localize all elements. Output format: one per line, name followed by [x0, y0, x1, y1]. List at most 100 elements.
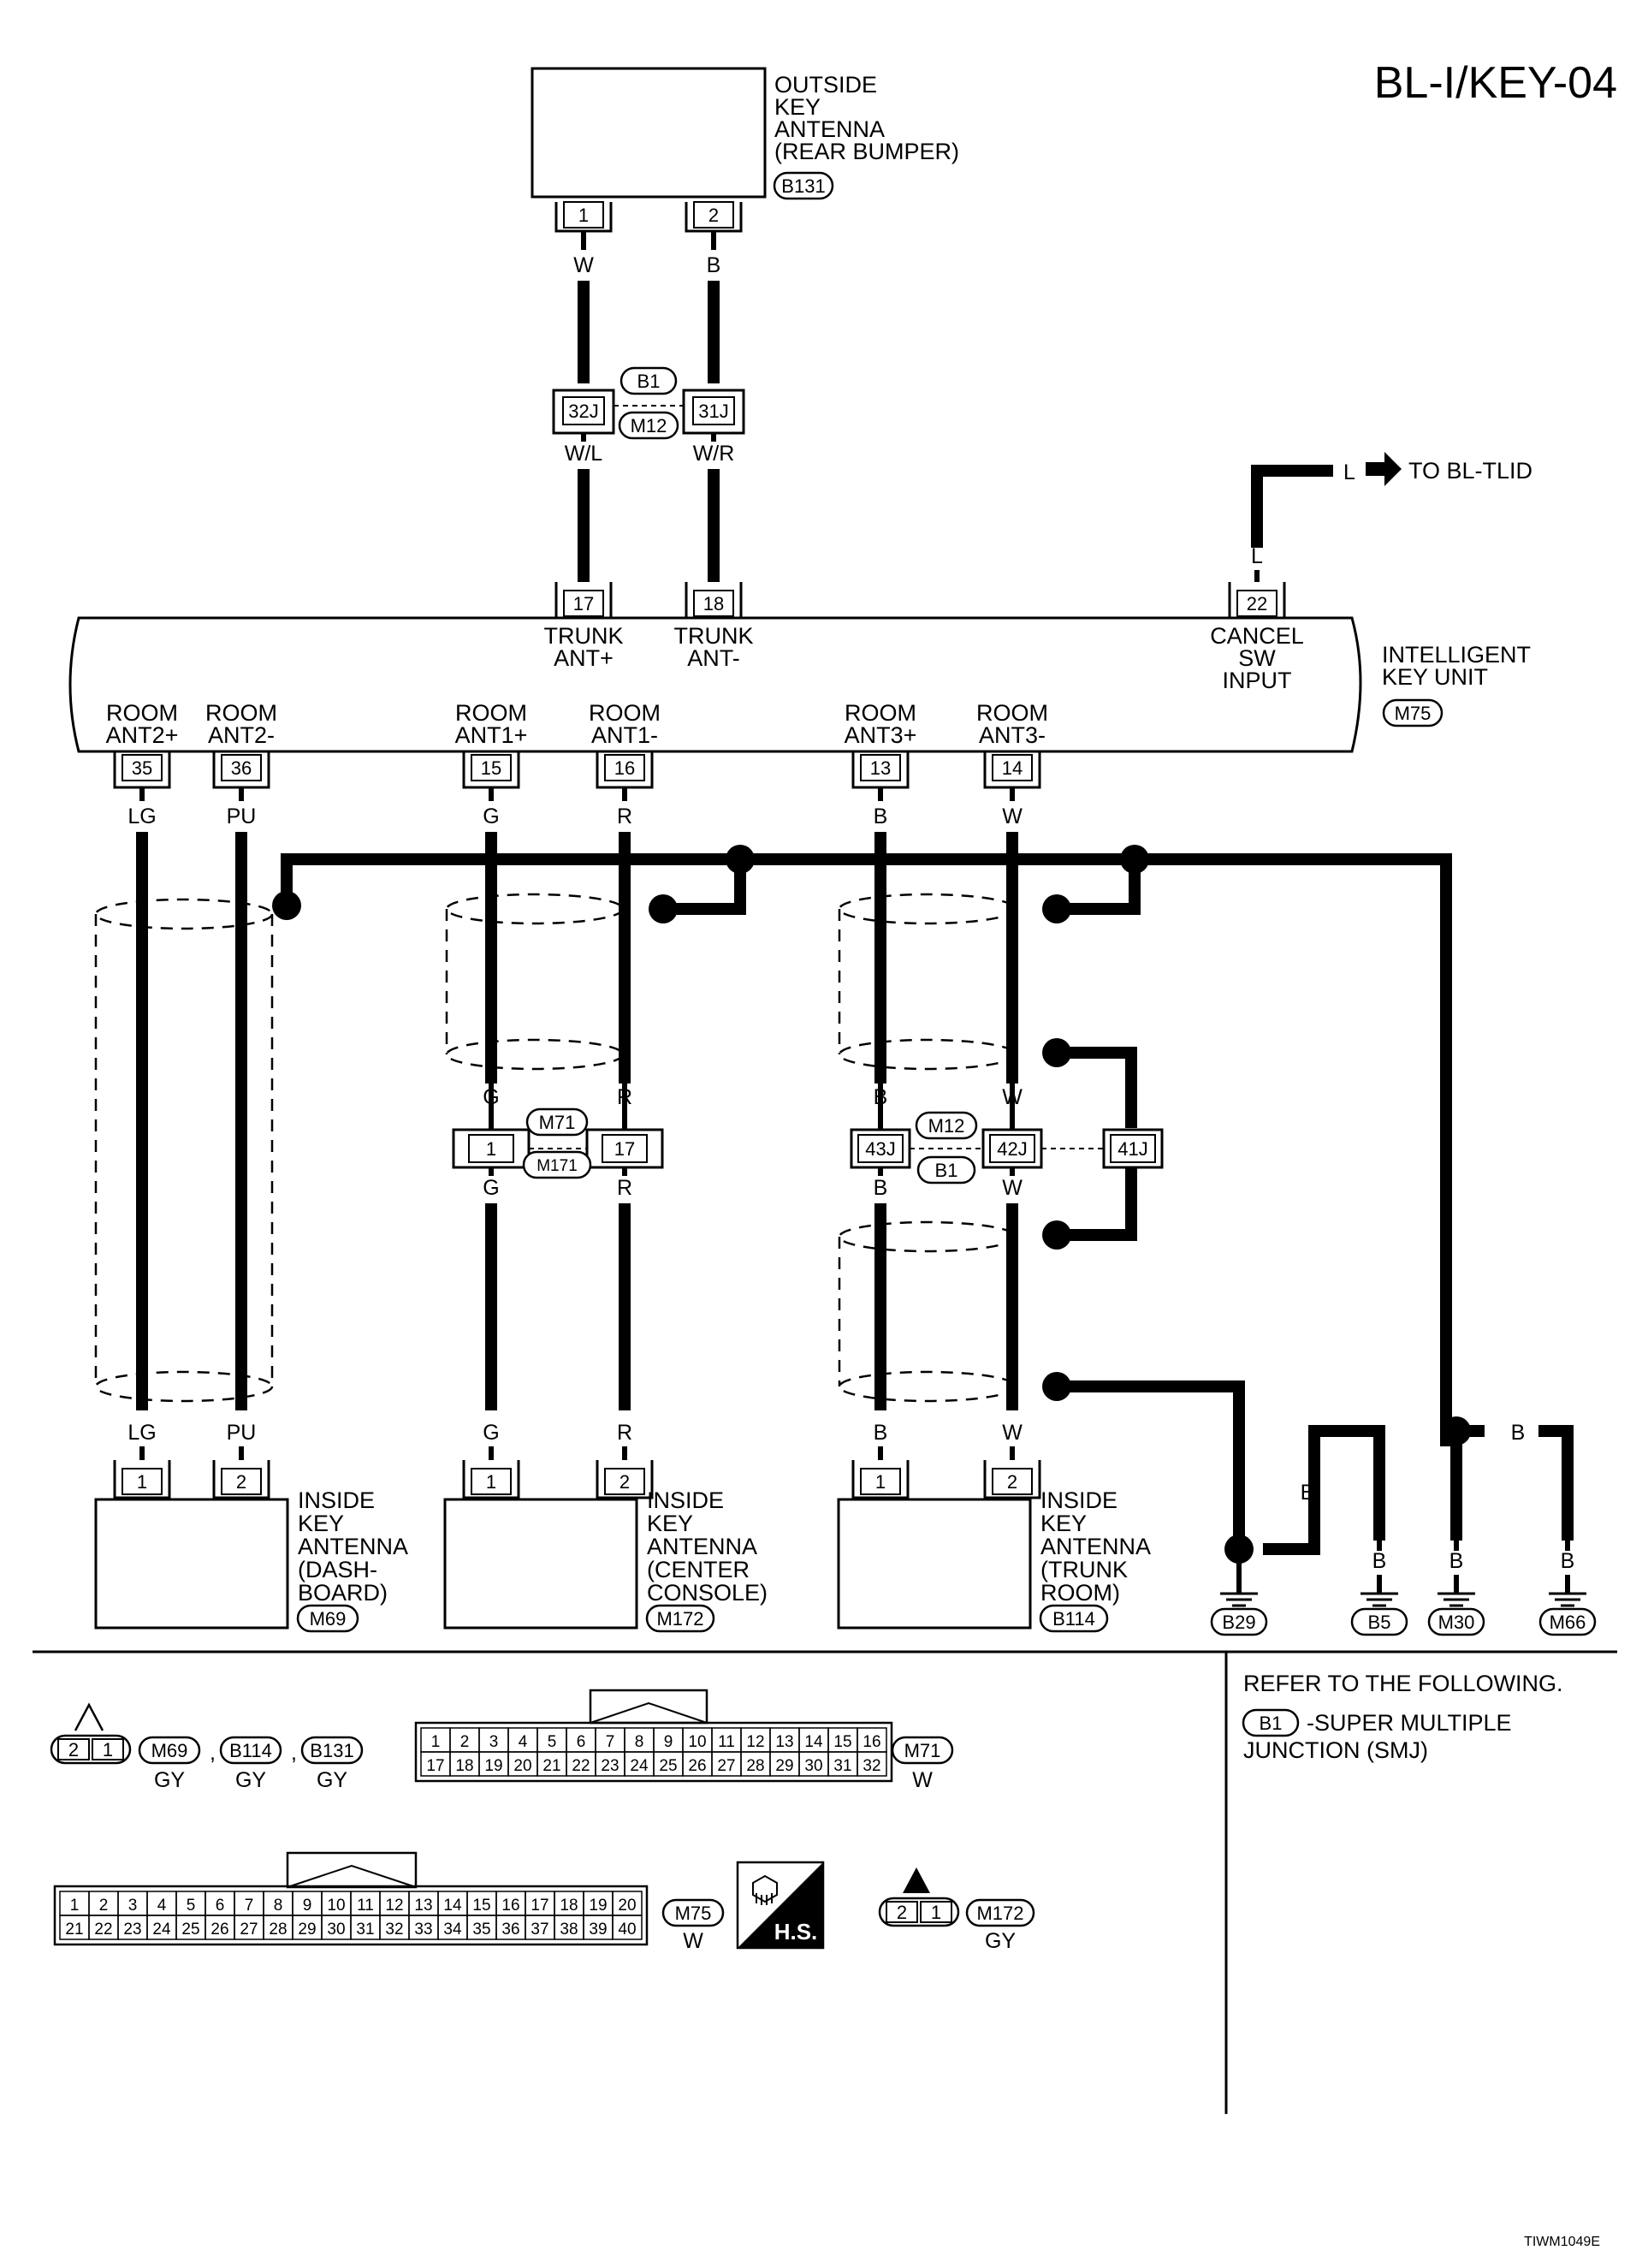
- inside-antenna-b114-label-4: (TRUNK: [1040, 1557, 1128, 1582]
- cancel-wire-color: L: [1343, 460, 1355, 484]
- inside-antenna-m172-box: [443, 1498, 638, 1630]
- connector-b131-tag: [773, 171, 834, 200]
- ik-pin-16: 16: [614, 757, 635, 779]
- legend-ref-m75: M75: [675, 1903, 712, 1924]
- legend-40pin-pin-7: 7: [245, 1897, 254, 1915]
- inside-antenna-m69-label-1: INSIDE: [298, 1487, 375, 1513]
- legend-2pin-b: 2 1 M172 GY: [878, 1867, 1035, 1953]
- legend-32pin-pin-16: 16: [863, 1733, 880, 1751]
- legend-40pin-pin-10: 10: [327, 1897, 345, 1915]
- legend-40pin-pin-13: 13: [414, 1897, 432, 1915]
- connector-b1-label: B1: [637, 371, 661, 392]
- ik-pin-15-name-1: ROOM: [455, 700, 527, 726]
- legend-32pin-pin-11: 11: [718, 1733, 735, 1751]
- ik-pin-22-name-1: CANCEL: [1210, 623, 1304, 649]
- legend-ref-m71: M71: [904, 1740, 941, 1761]
- legend-32pin-pin-12: 12: [746, 1733, 764, 1751]
- legend-32pin-pin-4: 4: [519, 1733, 528, 1751]
- ik-unit-label-2: KEY UNIT: [1382, 664, 1488, 690]
- inside-antenna-b114-tag-label: B114: [1052, 1608, 1095, 1630]
- ground-m30-label: M30: [1438, 1612, 1475, 1633]
- inside-antenna-m69-pinbox-1: [221, 1468, 262, 1495]
- ik-pin-15-box: [471, 754, 512, 781]
- legend-2pin-b-pin-1: 1: [931, 1902, 941, 1923]
- refer-line-1: REFER TO THE FOLLOWING.: [1243, 1671, 1563, 1696]
- legend-40pin-pin-8: 8: [274, 1897, 283, 1915]
- legend-32pin-pin-6: 6: [577, 1733, 586, 1751]
- wire-color-b: B: [707, 253, 721, 277]
- legend-40pin-pin-29: 29: [298, 1921, 316, 1938]
- legend-40pin-pin-22: 22: [94, 1921, 112, 1938]
- connector-b1-tag: [619, 366, 678, 395]
- ground-m66-branch-wire: B: [1511, 1421, 1526, 1445]
- ground-b29-label: B29: [1222, 1612, 1255, 1633]
- ground-b29-tag: [1210, 1607, 1268, 1636]
- legend-32pin-pin-10: 10: [688, 1733, 706, 1751]
- legend-40pin-pin-38: 38: [560, 1921, 578, 1938]
- legend-color-m71: W: [912, 1768, 933, 1792]
- ik-pin-18-name-1: TRUNK: [674, 623, 754, 649]
- ground-b5-wire-color: B: [1372, 1549, 1387, 1573]
- inside-antenna-b114-pinbox-0: [860, 1468, 901, 1495]
- inside-antenna-m172-wire-1: R: [617, 1421, 632, 1445]
- inside-antenna-b114-label-2: KEY: [1040, 1511, 1087, 1536]
- connector-m12-label: M12: [631, 415, 667, 436]
- inside-antenna-m172-wire-0: G: [483, 1421, 499, 1445]
- ik-pin-13-name-1: ROOM: [845, 700, 916, 726]
- ik-pin-17: 17: [573, 593, 594, 614]
- legend-40pin-pin-2: 2: [99, 1897, 109, 1915]
- inside-antenna-b114-wire-1: W: [1002, 1421, 1023, 1445]
- legend-32pin-pin-7: 7: [606, 1733, 615, 1751]
- legend-32pin-pin-25: 25: [659, 1757, 677, 1775]
- outside-antenna-label-1: OUTSIDE: [774, 72, 877, 98]
- legend-40pin-pin-16: 16: [501, 1897, 519, 1915]
- legend-color-m75: W: [683, 1929, 703, 1953]
- inside-antenna-m172-housing-1: [596, 1460, 654, 1499]
- legend-40pin-pin-35: 35: [472, 1921, 490, 1938]
- ik-pin-36-name-1: ROOM: [205, 700, 277, 726]
- legend-40pin-pin-1: 1: [70, 1897, 80, 1915]
- ik-pin-16-name-1: ROOM: [589, 700, 661, 726]
- legend-40pin-pin-9: 9: [303, 1897, 312, 1915]
- legend-32pin-pin-32: 32: [863, 1757, 880, 1775]
- legend-32pin-pin-17: 17: [426, 1757, 444, 1775]
- joint-b1-m12-top: 32J 31J B1 M12 W/L W/R: [552, 366, 745, 582]
- ik-pin-16-name-2: ANT1-: [591, 722, 658, 748]
- page-code: BL-I/KEY-04: [1374, 58, 1617, 108]
- connector-b1-tag-b: [916, 1155, 976, 1184]
- legend-40pin-pin-32: 32: [385, 1921, 403, 1938]
- outside-antenna-pin-1: 1: [578, 205, 589, 226]
- legend-2pin-pin-1: 1: [103, 1739, 113, 1760]
- legend-color-m172: GY: [985, 1929, 1016, 1953]
- legend-32pin-pin-15: 15: [833, 1733, 851, 1751]
- outside-antenna: OUTSIDE KEY ANTENNA (REAR BUMPER) B131 1…: [531, 67, 959, 383]
- joint-center-pin-17: 17: [614, 1138, 635, 1160]
- connector-m75-label: M75: [1395, 703, 1432, 724]
- joint-center-wire-g-below: G: [483, 1176, 499, 1200]
- ik-pin-16-wire-color: R: [617, 804, 632, 828]
- legend-40pin-pin-11: 11: [357, 1897, 374, 1915]
- inside-antenna-b114-tag: [1039, 1604, 1109, 1633]
- ik-pin-35-name-2: ANT2+: [106, 722, 179, 748]
- outside-antenna-label-3: ANTENNA: [774, 116, 885, 142]
- legend-ref-b131: B131: [310, 1740, 353, 1761]
- legend-32pin-pin-14: 14: [804, 1733, 823, 1751]
- legend-32pin-pin-29: 29: [775, 1757, 793, 1775]
- ik-pin-14-name-2: ANT3-: [979, 722, 1046, 748]
- inside-antenna-m69-tag-label: M69: [310, 1608, 347, 1630]
- legend-32pin-pin-23: 23: [601, 1757, 619, 1775]
- inside-antenna-m69-label-4: (DASH-: [298, 1557, 377, 1582]
- legend-ref-m172: M172: [976, 1903, 1023, 1924]
- inside-antenna-m69-housing-0: [113, 1460, 171, 1499]
- legend-40pin-pin-5: 5: [187, 1897, 196, 1915]
- ik-pin-35-wire-color: LG: [127, 804, 156, 828]
- ground-b5-upper-wire: B: [1372, 1481, 1387, 1505]
- connector-m171-label: M171: [536, 1157, 578, 1175]
- inside-antenna-m172-label-2: KEY: [647, 1511, 693, 1536]
- outside-antenna-pin-2: 2: [708, 205, 719, 226]
- legend-40pin-pin-6: 6: [216, 1897, 225, 1915]
- legend-40pin-pin-34: 34: [443, 1921, 462, 1938]
- ik-pin-35: 35: [132, 757, 152, 779]
